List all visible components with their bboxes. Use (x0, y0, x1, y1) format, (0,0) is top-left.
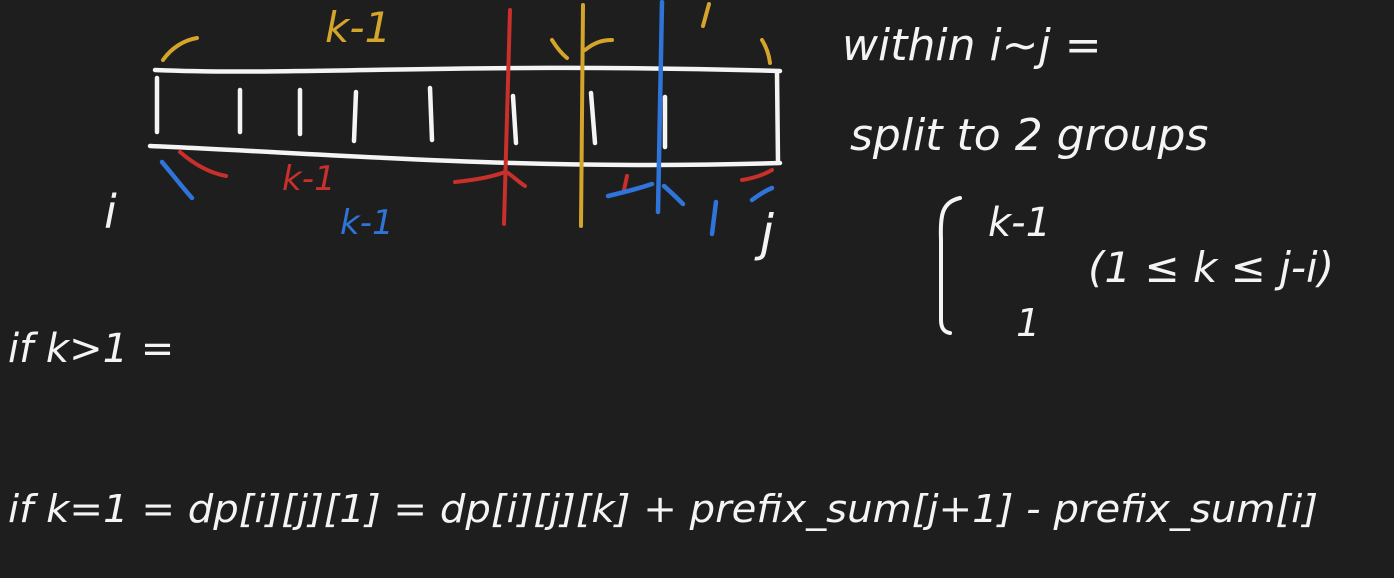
yellow-bracket-mid (550, 38, 569, 60)
red-split-line (502, 8, 512, 226)
yellow-bracket-left (161, 36, 199, 62)
array-top-edge (152, 65, 783, 74)
array-strip (147, 65, 783, 168)
red-tick-right (622, 174, 629, 192)
array-right-edge (774, 70, 781, 165)
red-bracket-right (740, 168, 774, 182)
red-bracket-mid-right (506, 171, 527, 188)
cell-divider (588, 90, 598, 146)
yellow-tick-top (701, 2, 711, 28)
yellow-split-line (579, 3, 585, 228)
blue-bottom-label: k-1 (340, 203, 394, 243)
blue-bracket-mid-right (661, 183, 686, 207)
red-bracket-left (178, 150, 228, 178)
cell-divider (351, 89, 359, 144)
red-bottom-label: k-1 (282, 159, 336, 199)
left-index-label: i (104, 185, 117, 239)
array-bottom-edge (147, 143, 783, 168)
case-bottom-value: 1 (1016, 301, 1040, 345)
cell-divider (510, 93, 519, 146)
yellow-top-label: k-1 (325, 3, 391, 52)
yellow-bracket-right (760, 38, 772, 65)
formula-k-equals-1: if k=1 = dp[i][j][1] = dp[i][j][k] + pre… (8, 487, 1318, 531)
k-constraint: (1 ≤ k ≤ j-i) (1088, 243, 1334, 292)
yellow-split (161, 2, 772, 228)
note-split-groups: split to 2 groups (850, 110, 1208, 161)
blue-split-line (655, 0, 665, 215)
blue-bracket-left (159, 159, 195, 201)
red-split (178, 8, 774, 226)
case-top-value: k-1 (988, 200, 1051, 246)
blue-split (159, 0, 775, 237)
note-within-range: within i~j = (842, 20, 1102, 71)
blue-one-mark (709, 199, 719, 237)
case-brace (938, 196, 962, 335)
formula-k-greater-than-1: if k>1 = (8, 326, 174, 372)
red-bracket-mid (453, 170, 507, 184)
cell-divider (427, 85, 435, 143)
blue-bracket-right (749, 185, 775, 203)
yellow-bracket-mid-right (583, 38, 614, 52)
blue-bracket-mid (605, 181, 655, 199)
